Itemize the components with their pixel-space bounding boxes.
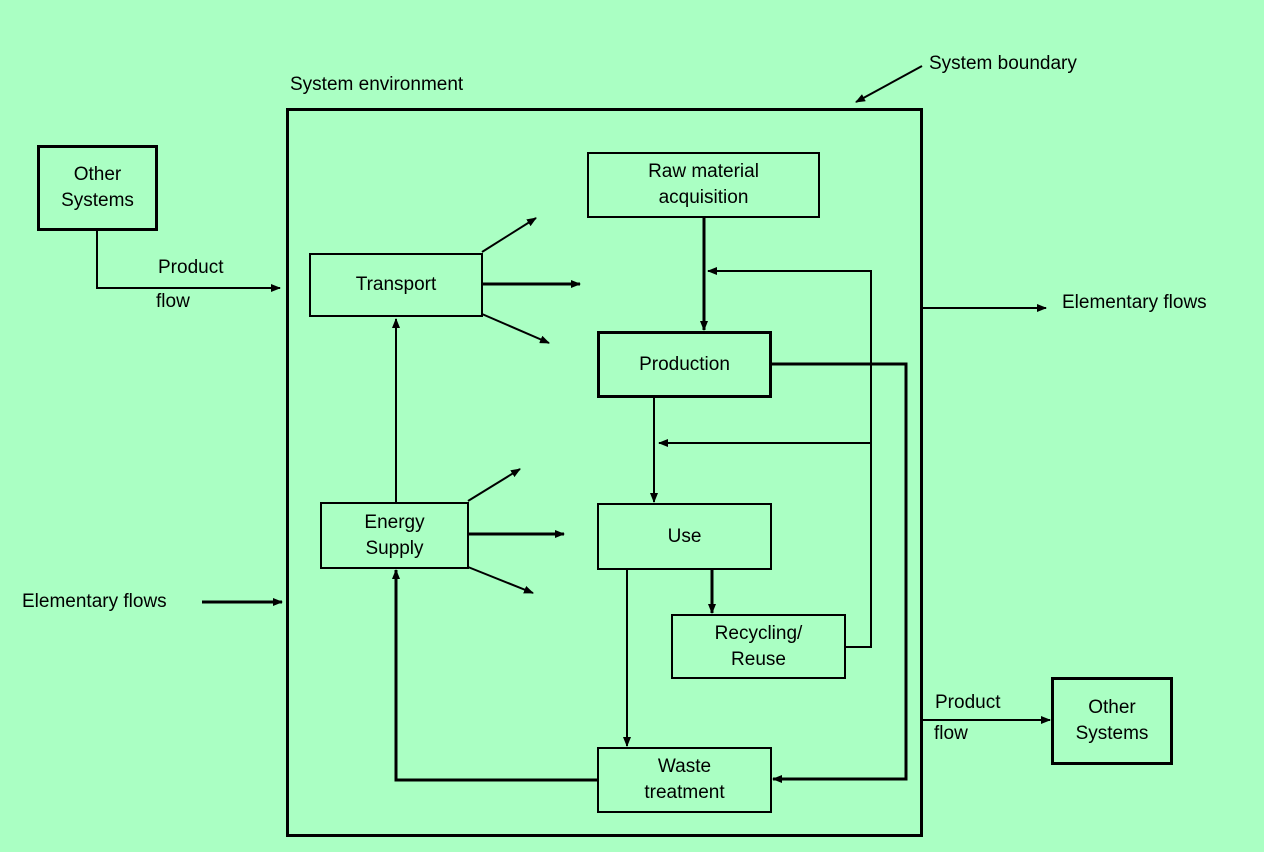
energy-supply-box: Energy Supply: [320, 502, 469, 569]
product-flow-out-label-line1: Product: [935, 692, 1001, 713]
system-boundary-box: [286, 108, 923, 837]
other-systems-output-box: Other Systems: [1051, 677, 1173, 765]
energy-emission-arrow-up: [467, 468, 521, 502]
recycling-reuse-box: Recycling/ Reuse: [671, 614, 846, 679]
raw-material-acquisition-box: Raw material acquisition: [587, 152, 820, 218]
system-environment-label: System environment: [290, 74, 464, 95]
waste-treatment-box: Waste treatment: [597, 747, 772, 813]
transport-emission-arrow-down: [481, 313, 550, 344]
other-systems-input-box: Other Systems: [37, 145, 158, 231]
product-flow-out-label-line2: flow: [934, 723, 968, 744]
system-boundary-label: System boundary: [929, 53, 1077, 74]
product-flow-in-arrow: [96, 230, 281, 292]
production-to-waste-arrow: [771, 362, 908, 783]
product-flow-in-label-line2: flow: [156, 291, 190, 312]
product-flow-in-label-line1: Product: [158, 257, 224, 278]
system-boundary-pointer: [855, 65, 923, 103]
energy-emission-arrow-down: [467, 566, 534, 594]
elementary-flows-out-label: Elementary flows: [1062, 292, 1207, 313]
production-box: Production: [597, 331, 772, 398]
waste-to-energy-arrow: [392, 569, 598, 782]
transport-box: Transport: [309, 253, 483, 317]
use-box: Use: [597, 503, 772, 570]
transport-emission-arrow-up: [481, 217, 537, 253]
recycling-to-production-arrow: [707, 267, 872, 648]
elementary-flows-in-label: Elementary flows: [22, 591, 167, 612]
